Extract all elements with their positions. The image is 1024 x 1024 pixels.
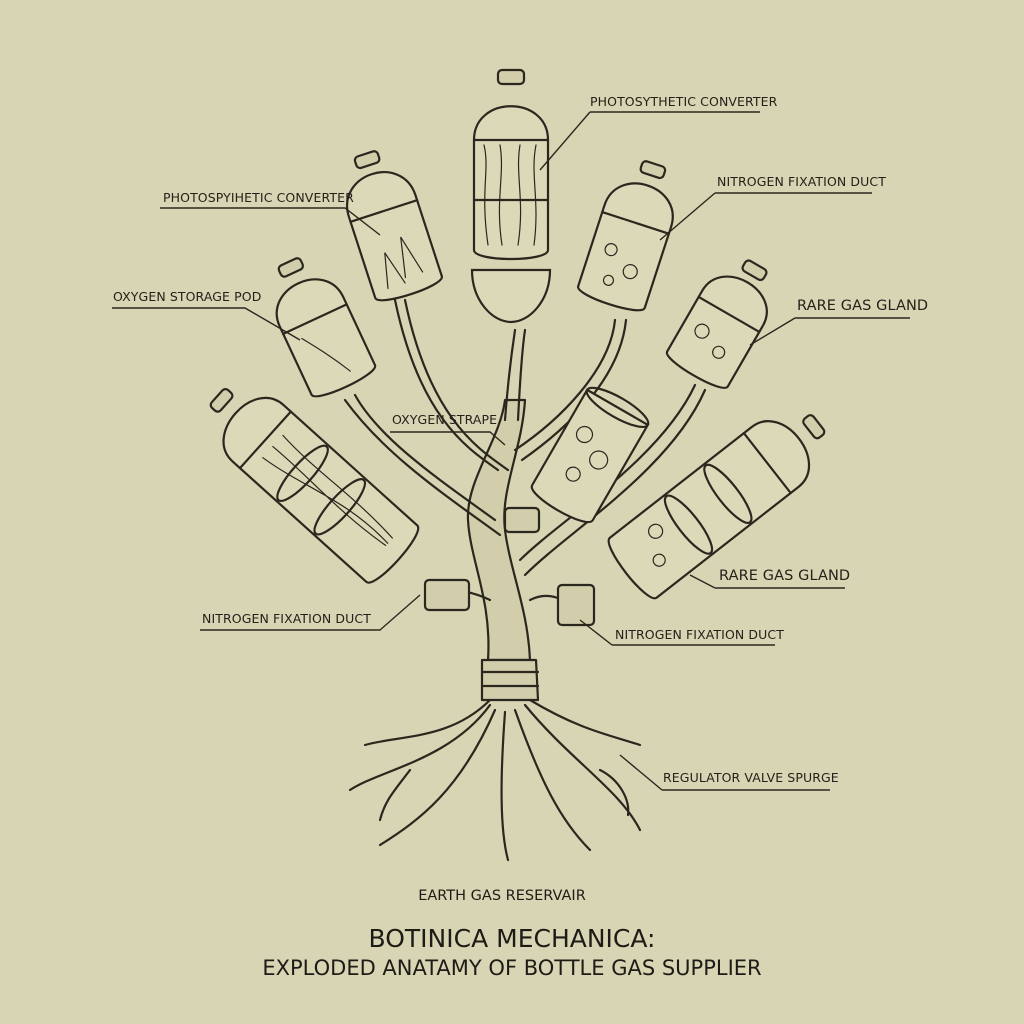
leader-lines — [112, 111, 910, 791]
caption-subtitle: EARTH GAS RESERVAIR — [418, 888, 586, 904]
tree-roots — [348, 698, 642, 862]
valve-connector-left — [423, 578, 471, 612]
label-rare-gas-gland-right: RARE GAS GLAND — [719, 568, 851, 584]
label-nitrogen-fixation-duct-right: NITROGEN FIXATION DUCT — [615, 627, 784, 642]
label-regulator-valve-spurge: REGULATOR VALVE SPURGE — [663, 770, 839, 785]
bottle-right-long — [607, 414, 826, 600]
valve-connector-right — [556, 583, 596, 627]
bottle-center-right — [531, 386, 650, 524]
bottle-top-center — [470, 68, 552, 324]
label-oxygen-strape: OXYGEN STRAPE — [392, 412, 498, 427]
label-rare-gas-gland-top: RARE GAS GLAND — [797, 298, 929, 314]
label-nitrogen-fixation-duct-top: NITROGEN FIXATION DUCT — [717, 174, 886, 189]
caption-title-line2: EXPLODED ANATAMY OF BOTTLE GAS SUPPLIER — [262, 956, 762, 980]
label-oxygen-storage-pod: OXYGEN STORAGE POD — [113, 289, 262, 304]
bottle-upper-left — [346, 150, 443, 302]
label-photosynthetic-converter-top: PHOTOSYTHETIC CONVERTER — [590, 94, 778, 109]
valve-connector-center — [503, 506, 541, 534]
bottle-oxygen-pod — [275, 257, 377, 398]
bottle-upper-right — [577, 160, 674, 312]
tree-trunk — [466, 398, 540, 702]
bottle-rare-gas-gland — [666, 259, 768, 389]
bottle-left-long — [209, 387, 420, 584]
label-nitrogen-fixation-duct-left: NITROGEN FIXATION DUCT — [202, 611, 371, 626]
label-photosynthetic-converter-left: PHOTOSPYIHETIC CONVERTER — [163, 190, 354, 205]
caption-title: BOTINICA MECHANICA: — [368, 924, 656, 953]
